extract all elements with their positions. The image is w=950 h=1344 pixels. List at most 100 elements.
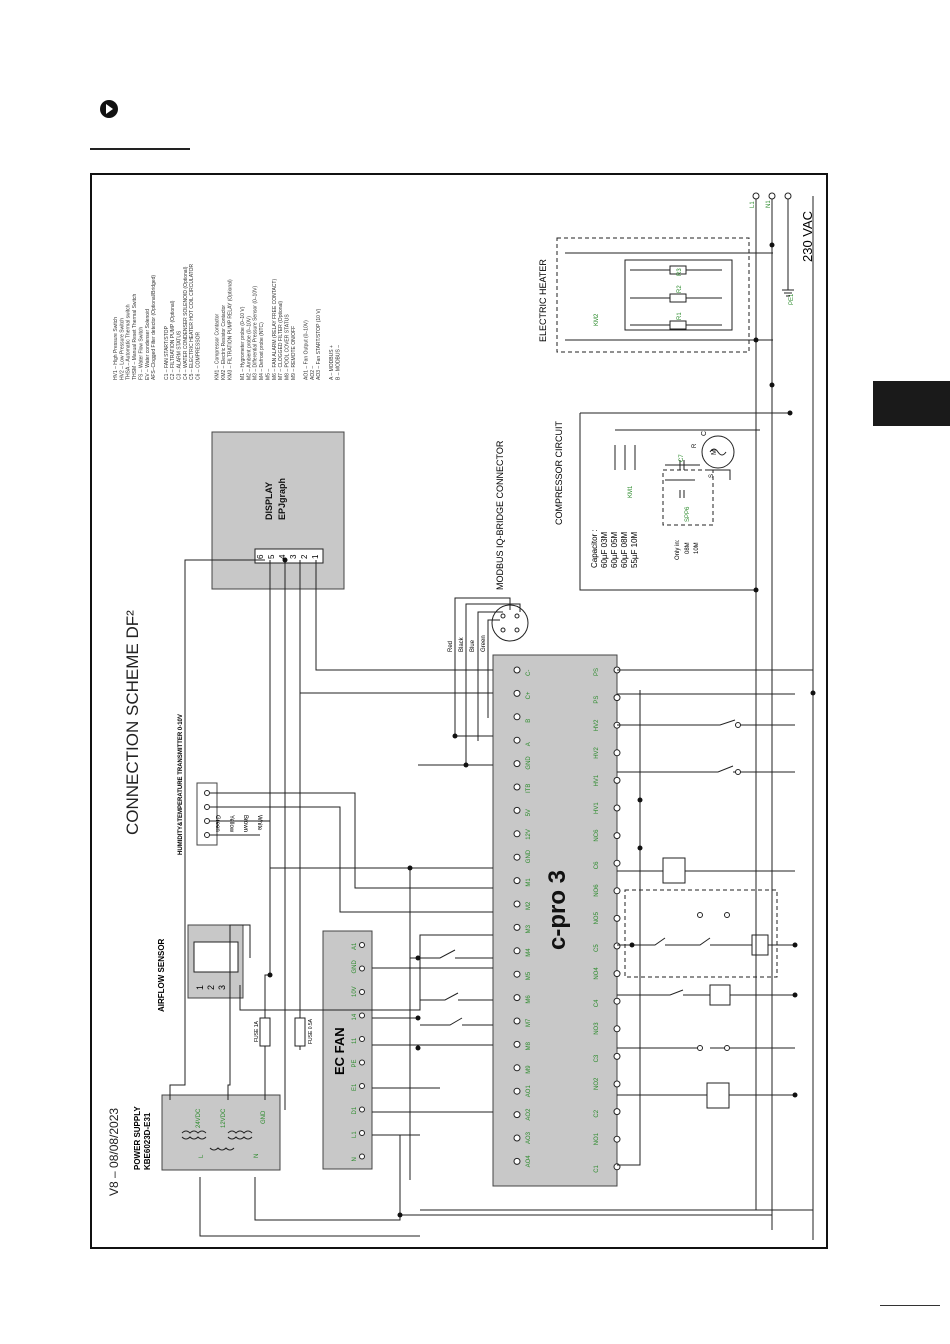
terminal-label: C1: [594, 1164, 600, 1172]
terminal-label: M2: [526, 901, 532, 910]
terminal-label: PS: [594, 696, 600, 704]
line-l1: L1: [750, 201, 756, 208]
capacitor-only-1: Only in:: [675, 539, 681, 560]
terminal-label: M6: [526, 995, 532, 1004]
legend-line: C2 – FILTRATION PUMP (Optional): [170, 300, 176, 380]
terminal-label: C-: [526, 670, 532, 676]
heater-title: ELECTRIC HEATER: [538, 259, 548, 342]
terminal-m3-11: [513, 923, 521, 931]
fuse-1a: FUSE 1A: [254, 1020, 260, 1042]
terminal-label: A: [526, 742, 532, 746]
legend-line: C6 – COMPRESSOR: [196, 332, 202, 380]
terminal-ps-1: [613, 694, 621, 702]
humidity-wire-labels: Green Yellow Brown White: [214, 815, 262, 833]
terminal-label: HV1: [594, 774, 600, 786]
terminal-m1-9: [513, 877, 521, 885]
modbus-wire-black: Black: [459, 636, 465, 652]
terminal-label: NO3: [594, 1022, 600, 1035]
terminal-m4-12: [513, 947, 521, 955]
display-pin-6: 6: [256, 554, 265, 559]
terminal-a-3: [513, 736, 521, 744]
compressor-c7: C7: [679, 454, 685, 462]
airflow-sensor-title: AIRFLOW SENSOR: [157, 938, 166, 1012]
capacitor-line-1: Capacitor :: [590, 529, 599, 568]
terminal-c3-14: [613, 1052, 621, 1060]
supply-voltage: 230 VAC: [800, 211, 815, 262]
ec-fan-title: EC FAN: [332, 1027, 347, 1075]
terminal-hv1-4: [613, 776, 621, 784]
ps-n: N: [254, 1154, 260, 1158]
fan-pin-5: [359, 1059, 365, 1066]
power-supply-title: POWER SUPPLY: [133, 1106, 142, 1170]
fan-pin-0: [359, 942, 365, 948]
terminal-nc6-6: [613, 832, 621, 840]
legend-line: KM2 – Electric Resistor Contactor: [221, 305, 227, 380]
compressor-s: S: [709, 474, 715, 478]
controller-top-terminals: C-C+BAGNDITB5V12VGNDM1M2M3M4M5M6M7M8M9AO…: [513, 666, 532, 1167]
terminal-label: NO2: [594, 1077, 600, 1090]
terminal-c--0: [513, 666, 521, 674]
legend-line: HV1 – High Pressure Switch: [113, 317, 119, 380]
terminal-m5-13: [513, 970, 521, 978]
terminal-label: M1: [526, 878, 532, 887]
fan-pin-6: [359, 1083, 365, 1089]
capacitor-line-5: 55µF 10M: [630, 531, 639, 568]
display-pin-4: 4: [278, 554, 287, 559]
legend-line: M4 – Defrost probe (NTC): [259, 322, 265, 380]
terminal-label: C3: [594, 1054, 600, 1062]
fan-pin-label: E1: [352, 1083, 358, 1091]
terminal-label: C2: [594, 1109, 600, 1117]
terminal-label: C+: [526, 691, 532, 699]
terminal-label: M7: [526, 1018, 532, 1027]
legend-line: M6 – FAN ALARM (RELAY FREE CONTACT): [272, 279, 278, 380]
fan-pin-label: 10V: [352, 986, 358, 997]
fan-pin-2: [359, 989, 365, 995]
terminal-ao1-18: [513, 1087, 521, 1095]
terminal-label: NO5: [594, 911, 600, 924]
terminal-label: B: [526, 719, 532, 723]
terminal-m9-17: [513, 1064, 521, 1072]
legend-line: HV2 – Low Pressure Switch: [119, 318, 125, 380]
legend-line: M5 –: [265, 369, 271, 380]
terminal-itb-5: [513, 783, 521, 791]
compressor-r: R: [692, 443, 698, 448]
terminal-m8-16: [513, 1040, 521, 1048]
terminal-no5-9: [613, 914, 621, 922]
page-section-tab: [873, 381, 950, 426]
compressor-spp6: SPP6: [685, 506, 691, 522]
power-supply-block: [161, 1094, 281, 1171]
heater-r2: R2: [677, 285, 683, 293]
fan-pin-label: 14: [352, 1013, 358, 1020]
terminal-label: AO1: [526, 1085, 532, 1098]
terminal-ao4-21: [513, 1157, 521, 1165]
fan-pin-label: L1: [352, 1131, 358, 1138]
terminal-no6-8: [613, 887, 621, 895]
terminal-hv2-3: [613, 749, 621, 757]
legend-line: M7 – CLOGGED FILTER (Optional): [278, 301, 284, 380]
legend-line: M8 – POOL COVER STATUS: [284, 314, 290, 380]
fan-pin-3: [359, 1012, 365, 1019]
diagram-title: CONNECTION SCHEME DF²: [123, 610, 142, 835]
terminal-label: NO6: [594, 884, 600, 897]
terminal-12v-7: [513, 830, 521, 838]
ps-12vdc: 12VDC: [221, 1108, 227, 1128]
legend-line: A – MODBUS +: [329, 345, 335, 380]
fan-pin-7: [359, 1106, 365, 1113]
fan-pin-4: [359, 1036, 365, 1042]
modbus-wire-green: Green: [481, 635, 487, 652]
fan-pin-label: GND: [352, 960, 358, 974]
legend-line: AO3 – Fan START/STOP (10 V): [316, 308, 322, 380]
terminal-b-2: [513, 713, 521, 721]
legend-line: M9 – REMOTE ON/OFF: [291, 326, 297, 380]
display-pin-5: 5: [267, 554, 276, 559]
legend-line: KM3 – FILTRATION PUMP RELAY (Optional): [227, 279, 233, 380]
terminal-label: M9: [526, 1065, 532, 1074]
legend-line: AFS–Clogged Filter detector (Optional/Br…: [151, 275, 157, 380]
display-label: DISPLAY: [264, 482, 274, 520]
legend-line: THSM – Manual Reset Thermal Switch: [132, 293, 138, 380]
field-wiring: [169, 559, 493, 1237]
controller-label: c-pro 3: [544, 870, 571, 950]
fuse-0-5a: FUSE 0.5A: [308, 1018, 314, 1044]
terminal-label: M8: [526, 1041, 532, 1050]
terminal-label: HV2: [594, 746, 600, 758]
